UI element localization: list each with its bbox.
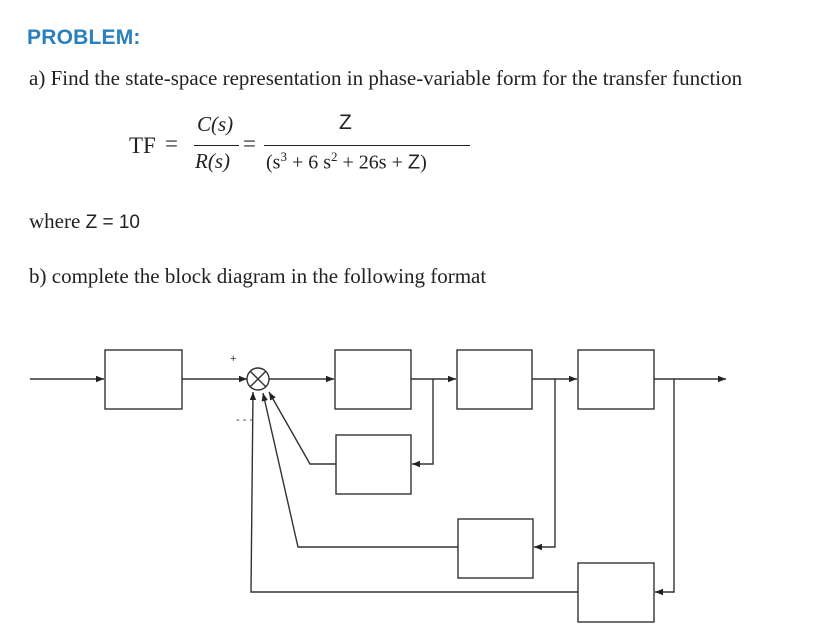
feedback-block-3 xyxy=(577,562,655,623)
ratio-fraction-bar xyxy=(194,145,239,146)
ratio-numerator: C(s) xyxy=(197,112,234,136)
feedback-block-1 xyxy=(335,434,412,495)
feedback-1-return xyxy=(268,391,336,465)
where-line: where Z = 10 xyxy=(29,209,140,234)
where-assignment: Z = 10 xyxy=(85,212,140,233)
summing-plus-sign: + xyxy=(230,353,236,365)
feedback-2-return xyxy=(261,392,458,548)
part-a-text: a) Find the state-space representation i… xyxy=(29,66,743,90)
forward-block-2 xyxy=(456,349,533,410)
problem-heading: PROBLEM: xyxy=(27,26,141,49)
forward-block-1 xyxy=(334,349,412,410)
input-block xyxy=(104,349,183,410)
forward-block-3 xyxy=(577,349,655,410)
feedback-3-return xyxy=(249,391,578,593)
den-close: ) xyxy=(420,151,427,174)
ratio-denominator: R(s) xyxy=(195,149,230,173)
summing-cross-2 xyxy=(249,370,267,388)
den-mid2: + 26s + xyxy=(337,151,408,174)
part-b-text: b) complete the block diagram in the fol… xyxy=(29,264,487,288)
den-var: Z xyxy=(407,151,421,174)
den-exp2: 2 xyxy=(331,149,338,164)
feedback-3-pickoff xyxy=(655,379,675,596)
feedback-block-2 xyxy=(457,518,534,579)
summing-minus-signs: - - - xyxy=(236,414,253,426)
tf-numerator: Z xyxy=(339,111,352,134)
tf-denominator: (s3 + 6 s2 + 26s + Z) xyxy=(266,149,427,175)
feedback-1-pickoff xyxy=(412,379,434,468)
feedback-2-pickoff xyxy=(534,379,556,551)
den-open: (s xyxy=(266,151,281,174)
tf-fraction-bar xyxy=(264,145,470,146)
equals-sign: = xyxy=(165,131,178,156)
den-exp3: 3 xyxy=(280,149,287,164)
tf-label: TF xyxy=(129,133,156,158)
where-word: where xyxy=(29,209,81,233)
equals-sign-2: = xyxy=(243,131,256,156)
den-mid1: + 6 s xyxy=(286,151,332,174)
